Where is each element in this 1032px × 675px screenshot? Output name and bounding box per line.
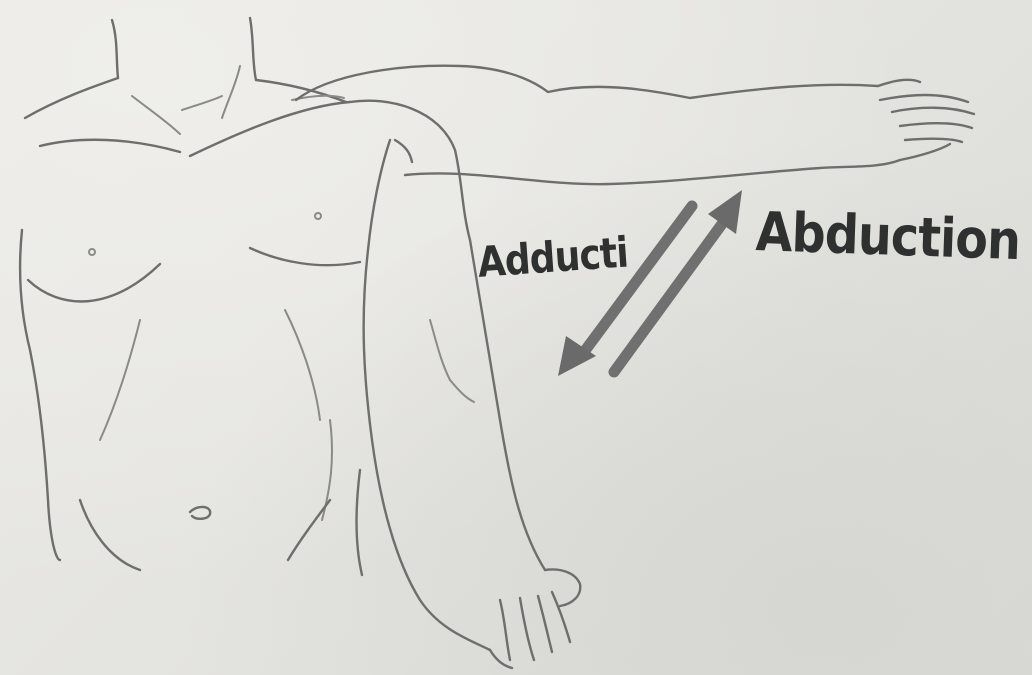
adduction-label: Adducti <box>476 228 629 287</box>
motion-arrows <box>558 190 742 376</box>
neck-and-collar <box>25 18 350 156</box>
raised-arm <box>296 66 974 184</box>
torso <box>20 213 362 575</box>
lowered-arm <box>350 101 580 668</box>
abduction-label: Abduction <box>755 200 1021 272</box>
